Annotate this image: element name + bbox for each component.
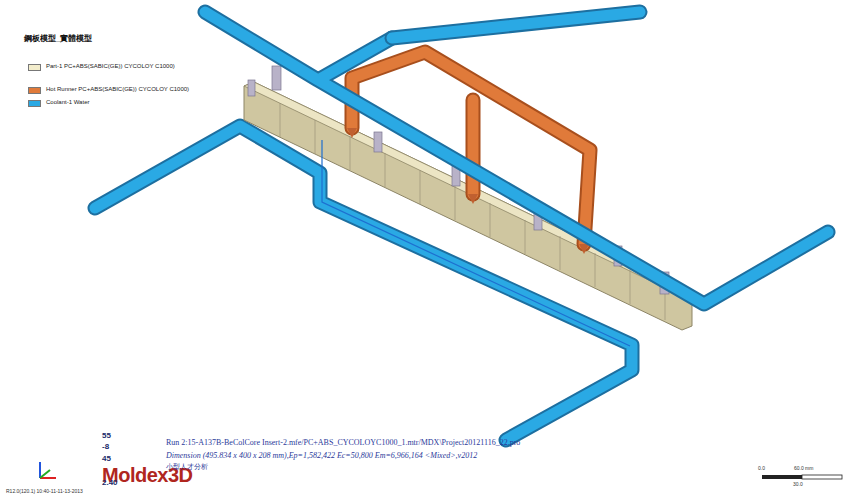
axis-triad	[40, 462, 56, 478]
view-number: -8	[102, 442, 109, 451]
scale-label: 60.0 mm	[794, 466, 813, 472]
cooling-pipe	[392, 12, 640, 38]
legend-text: Coolant-1 Water	[46, 99, 89, 106]
scale-label: 30.0	[793, 482, 803, 488]
view-number: 45	[102, 454, 111, 463]
dimension-info: Dimension (495.834 x 400 x 208 mm),Ep=1,…	[166, 451, 477, 460]
legend-swatch	[28, 87, 41, 94]
version-stamp: R12.0(120.1) 10:40-11-11-13-2013	[6, 489, 83, 495]
scale-label: 0.0	[758, 466, 765, 472]
cooling-pipe	[392, 12, 640, 38]
view-number: 2.40	[102, 478, 118, 487]
scale-bar	[762, 475, 842, 479]
legend-swatch	[28, 100, 41, 107]
legend-text: Hot Runner PC+ABS(SABIC(GE)) CYCOLOY C10…	[46, 86, 189, 93]
run-info: Run 2:15-A137B-BeColCore Insert-2.mfe/PC…	[166, 438, 520, 447]
legend-text: Part-1 PC+ABS(SABIC(GE)) CYCOLOY C1000)	[46, 63, 175, 70]
cooling-pipe	[205, 12, 828, 304]
view-number: 55	[102, 431, 111, 440]
project-note: 小型人才分析	[166, 463, 208, 471]
cooling-pipe	[205, 12, 828, 304]
legend-swatch	[28, 64, 41, 71]
part-plate	[244, 66, 692, 330]
title: 鋼板模型_實體模型	[24, 34, 92, 43]
